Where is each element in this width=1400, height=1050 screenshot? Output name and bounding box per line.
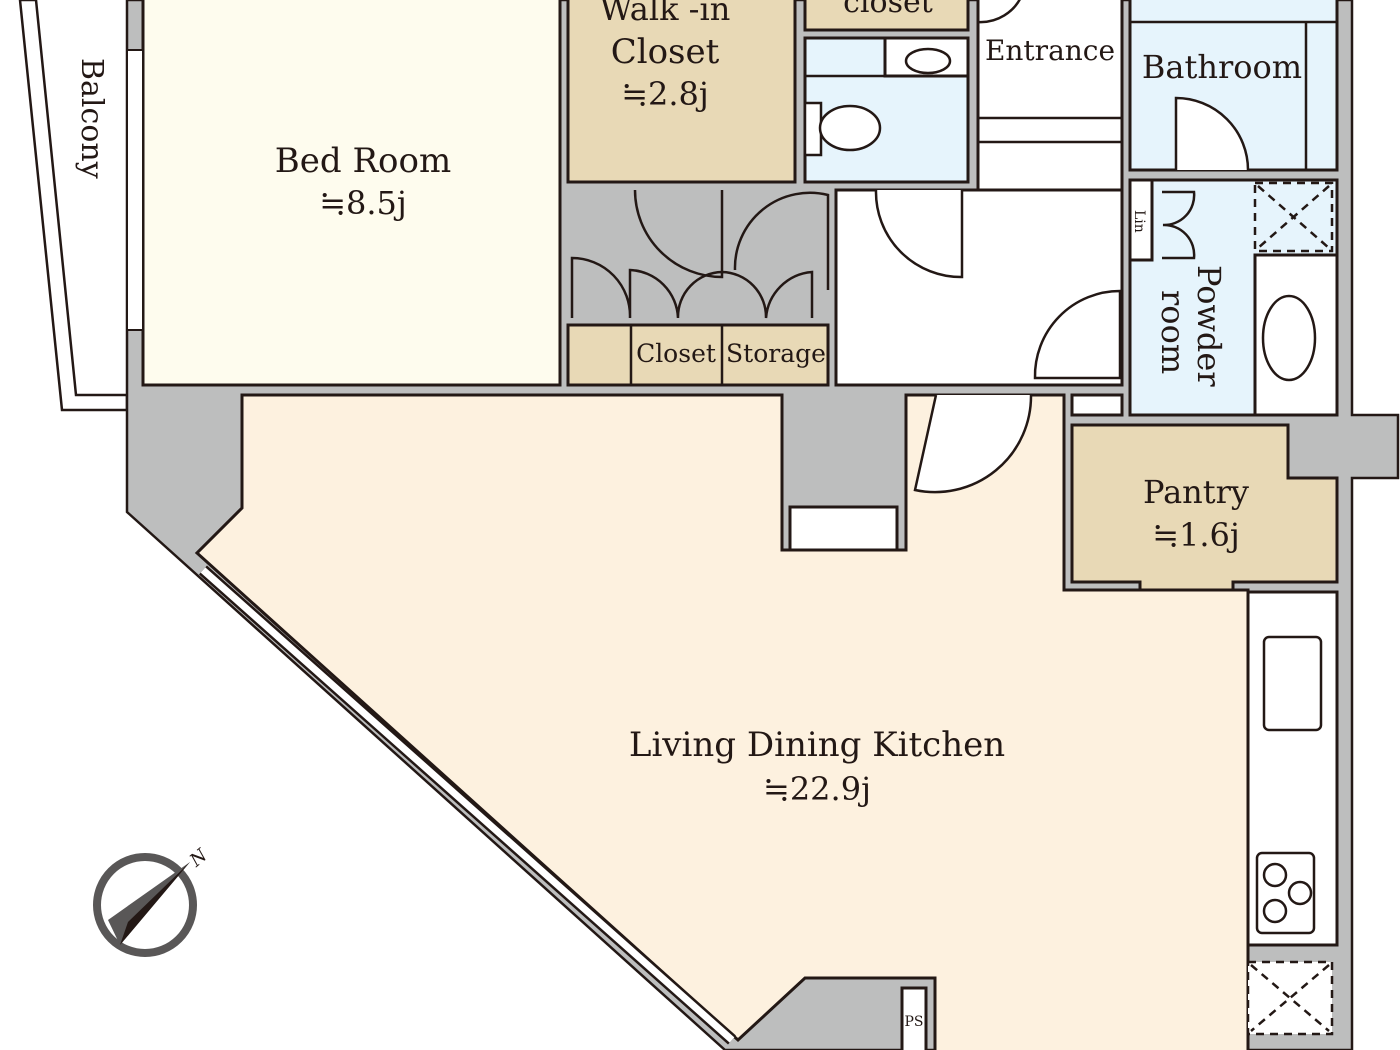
toilet-door-icon — [874, 189, 964, 279]
closet-storage — [566, 323, 830, 387]
entrance-door-icon — [977, 0, 1021, 24]
bedroom-area: ≒8.5j — [319, 184, 407, 222]
balcony — [18, 0, 129, 412]
storage-label: Storage — [726, 339, 826, 368]
bedroom-label: Bed Room — [275, 141, 451, 181]
ps-label: PS — [904, 1014, 923, 1030]
pantry-area: ≒1.6j — [1152, 516, 1240, 554]
walkin-area: ≒2.8j — [621, 75, 709, 113]
hall-closet — [788, 505, 899, 552]
walkin-label-2: Closet — [611, 32, 720, 72]
hall-door-icon — [1033, 289, 1122, 380]
bedroom — [141, 0, 562, 387]
walkin-closet — [566, 0, 797, 184]
walkin-label-1: Walk -in — [600, 0, 731, 28]
toilet-icon — [818, 104, 882, 152]
entrance-label: Entrance — [985, 34, 1115, 67]
toilet-tank-icon — [803, 101, 823, 157]
top-closet — [803, 0, 970, 32]
ldk-door-icon — [913, 394, 1033, 494]
bedroom-window — [126, 49, 144, 331]
closet-label: Closet — [636, 339, 716, 368]
ldk-label: Living Dining Kitchen — [629, 725, 1005, 765]
pipe-shaft — [900, 986, 928, 1050]
sink-icon — [904, 47, 952, 75]
powder-label-2: room — [1154, 290, 1192, 374]
north-arrow-icon: N — [93, 844, 213, 957]
balcony-label: Balcony — [74, 58, 109, 179]
linen-closet — [1128, 178, 1154, 262]
north-label: N — [185, 844, 212, 872]
entrance — [976, 0, 1124, 192]
linen-door-icon — [1162, 190, 1196, 260]
linen-label: Lin — [1131, 210, 1147, 233]
ldk-area: ≒22.9j — [763, 770, 871, 808]
bedroom-door-icon — [633, 189, 830, 290]
washer-space — [1253, 181, 1334, 253]
pantry-label: Pantry — [1143, 473, 1249, 511]
basin-icon — [1261, 294, 1317, 382]
powder-label-1: Powder — [1190, 265, 1228, 387]
bathroom-door-icon — [1174, 96, 1250, 171]
pantry — [1070, 423, 1339, 592]
kitchen-sink-icon — [1262, 635, 1323, 732]
top-closet-label: closet — [843, 0, 933, 20]
bathroom-label: Bathroom — [1142, 48, 1302, 86]
